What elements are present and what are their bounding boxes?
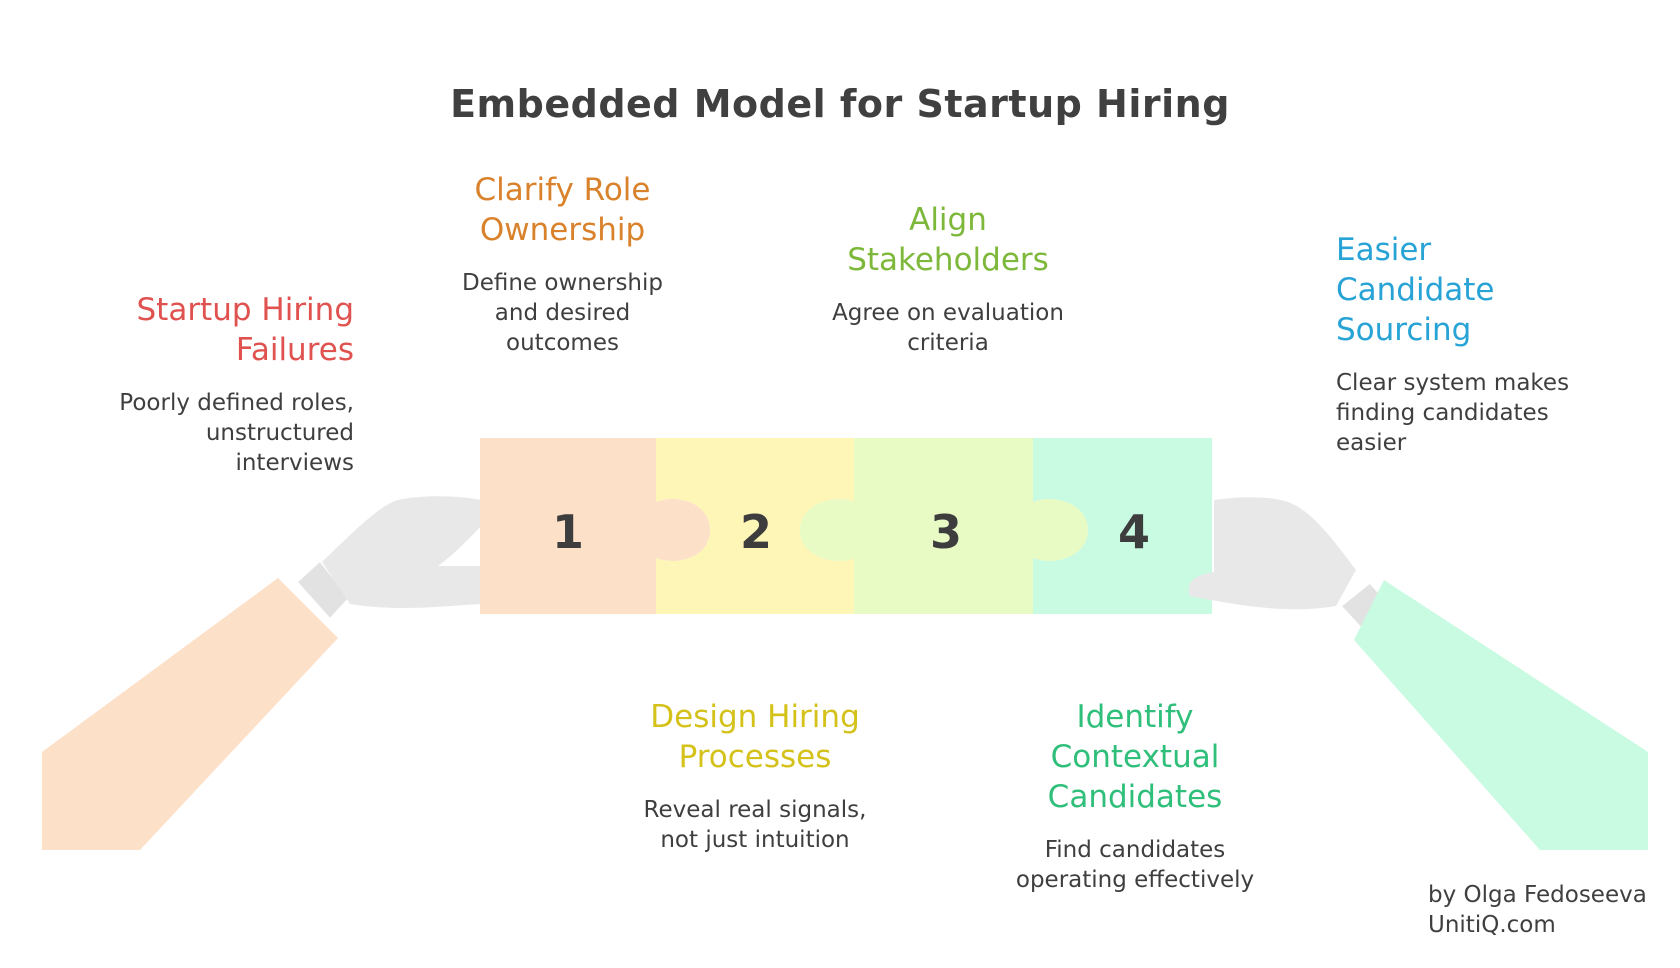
step-number-1: 1 [552, 505, 584, 559]
author-name: by Olga Fedoseeva [1428, 882, 1647, 908]
step-4-block: Identify Contextual Candidates Find cand… [990, 697, 1280, 895]
end-heading-line: Candidate [1336, 272, 1495, 308]
step-number-4: 4 [1118, 505, 1150, 559]
puzzle-piece-4 [1033, 438, 1212, 614]
puzzle-piece-2 [656, 438, 854, 614]
start-description-line: Poorly defined roles, [119, 390, 354, 416]
step-4-description-line: operating effectively [1015, 867, 1255, 893]
step-2-block: Design Hiring Processes Reveal real sign… [615, 697, 895, 855]
start-description-line: unstructured [205, 420, 354, 446]
step-3-heading: Align Stakeholders [808, 200, 1088, 280]
end-block: Easier Candidate Sourcing Clear system m… [1336, 230, 1626, 458]
step-number-2: 2 [740, 505, 772, 559]
start-heading-line: Failures [235, 332, 354, 368]
step-3-description-line: Agree on evaluation [832, 300, 1064, 326]
end-description: Clear system makes finding candidates ea… [1336, 368, 1626, 458]
left-sleeve [42, 578, 338, 850]
end-description-line: finding candidates [1336, 400, 1549, 426]
step-1-description: Define ownership and desired outcomes [440, 268, 685, 358]
step-1-heading-line: Clarify Role [474, 172, 651, 208]
step-3-description-line: criteria [907, 330, 989, 356]
end-description-line: Clear system makes [1336, 370, 1570, 396]
step-4-heading-line: Candidates [1047, 779, 1223, 815]
step-3-block: Align Stakeholders Agree on evaluation c… [808, 200, 1088, 358]
author-credit: by Olga Fedoseeva UnitiQ.com [1428, 880, 1647, 940]
end-heading-line: Sourcing [1336, 312, 1472, 348]
author-site: UnitiQ.com [1428, 912, 1556, 938]
start-description-line: interviews [235, 450, 354, 476]
end-description-line: easier [1336, 430, 1407, 456]
step-3-heading-line: Stakeholders [847, 242, 1049, 278]
step-1-heading-line: Ownership [479, 212, 646, 248]
step-number-3: 3 [930, 505, 962, 559]
step-1-description-line: outcomes [506, 330, 619, 356]
step-2-description-line: not just intuition [660, 827, 850, 853]
diagram-title: Embedded Model for Startup Hiring [450, 82, 1230, 126]
step-4-description: Find candidates operating effectively [990, 835, 1280, 895]
start-block: Startup Hiring Failures Poorly defined r… [96, 290, 354, 478]
right-hand [1188, 497, 1356, 610]
step-4-heading-line: Identify [1076, 699, 1194, 735]
step-1-heading: Clarify Role Ownership [440, 170, 685, 250]
step-4-description-line: Find candidates [1044, 837, 1226, 863]
step-1-description-line: Define ownership [461, 270, 663, 296]
step-1-block: Clarify Role Ownership Define ownership … [440, 170, 685, 358]
right-sleeve [1354, 580, 1648, 850]
step-4-heading-line: Contextual [1050, 739, 1220, 775]
puzzle-piece-3 [800, 438, 1088, 614]
start-heading-line: Startup Hiring [136, 292, 354, 328]
start-heading: Startup Hiring Failures [96, 290, 354, 370]
start-description: Poorly defined roles, unstructured inter… [96, 388, 354, 478]
left-hand [322, 496, 482, 609]
step-2-heading-line: Design Hiring [650, 699, 860, 735]
step-3-description: Agree on evaluation criteria [808, 298, 1088, 358]
step-4-heading: Identify Contextual Candidates [990, 697, 1280, 817]
step-3-heading-line: Align [909, 202, 987, 238]
step-2-heading-line: Processes [678, 739, 832, 775]
step-1-description-line: and desired [494, 300, 631, 326]
puzzle-piece-1 [480, 438, 710, 614]
step-2-description-line: Reveal real signals, [643, 797, 867, 823]
step-2-description: Reveal real signals, not just intuition [615, 795, 895, 855]
end-heading-line: Easier [1336, 232, 1432, 268]
step-2-heading: Design Hiring Processes [615, 697, 895, 777]
end-heading: Easier Candidate Sourcing [1336, 230, 1626, 350]
